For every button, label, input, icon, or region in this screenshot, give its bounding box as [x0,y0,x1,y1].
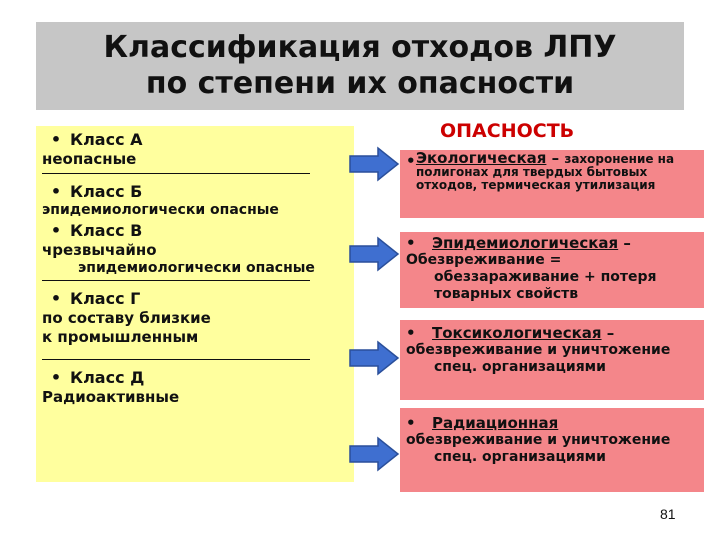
hazard-heading: • Радиационная [406,414,559,432]
danger-heading: ОПАСНОСТЬ [440,120,575,142]
arrow-right-icon [349,146,400,182]
hazard-desc-1: Обезвреживание = [406,252,562,268]
class-d-desc: Радиоактивные [42,388,180,406]
hazard-epidemiological: • Эпидемиологическая – Обезвреживание = … [400,232,704,308]
arrow-right-icon [349,236,400,272]
page-number: 81 [660,506,676,522]
class-g-heading: •Класс Г [50,289,141,308]
hazard-radiation: • Радиационная обезвреживание и уничтоже… [400,408,704,492]
hazard-heading: • Экологическая – захоронение на полигон… [406,149,675,192]
hazard-desc-1: обезвреживание и уничтожение [406,342,671,358]
hazard-heading: • Токсикологическая – [406,324,615,342]
hazard-desc-1: обезвреживание и уничтожение [406,432,671,448]
hazard-title: Экологическая [415,149,547,167]
hazard-desc: захоронение на полигонах для твердых быт… [415,152,675,192]
hazard-desc-2: спец. организациями [434,449,606,465]
class-b-desc: эпидемиологически опасные [42,202,279,218]
title-banner: Классификация отходов ЛПУ по степени их … [36,22,684,110]
class-g-desc-1: по составу близкие [42,309,211,327]
class-v-heading: •Класс В [50,221,143,240]
hazard-title: Токсикологическая [432,324,602,342]
hazard-title: Эпидемиологическая [432,234,619,252]
hazard-ecological: • Экологическая – захоронение на полигон… [400,150,704,218]
hazard-desc-2: обеззараживание + потеря [434,269,657,285]
class-g-desc-2: к промышленным [42,328,199,346]
hazard-heading: • Эпидемиологическая – [406,234,631,252]
class-a-heading: •Класс A [50,130,143,149]
class-b-heading: •Класс Б [50,182,143,201]
hazard-toxicological: • Токсикологическая – обезвреживание и у… [400,320,704,400]
waste-classes-panel: •Класс A неопасные •Класс Б эпидемиологи… [36,126,354,482]
hazard-desc-3: товарных свойств [434,286,579,302]
divider [42,359,310,360]
hazard-desc-2: спец. организациями [434,359,606,375]
class-d-heading: •Класс Д [50,368,145,387]
class-v-desc-1: чрезвычайно [42,241,157,259]
class-a-desc: неопасные [42,150,137,168]
arrow-right-icon [349,436,400,472]
divider [42,280,310,281]
arrow-right-icon [349,340,400,376]
divider [42,173,310,174]
class-v-desc-2: эпидемиологически опасные [78,260,315,276]
hazard-title: Радиационная [432,414,559,432]
title-line-2: по степени их опасности [145,66,575,101]
title-line-1: Классификация отходов ЛПУ [103,30,617,65]
